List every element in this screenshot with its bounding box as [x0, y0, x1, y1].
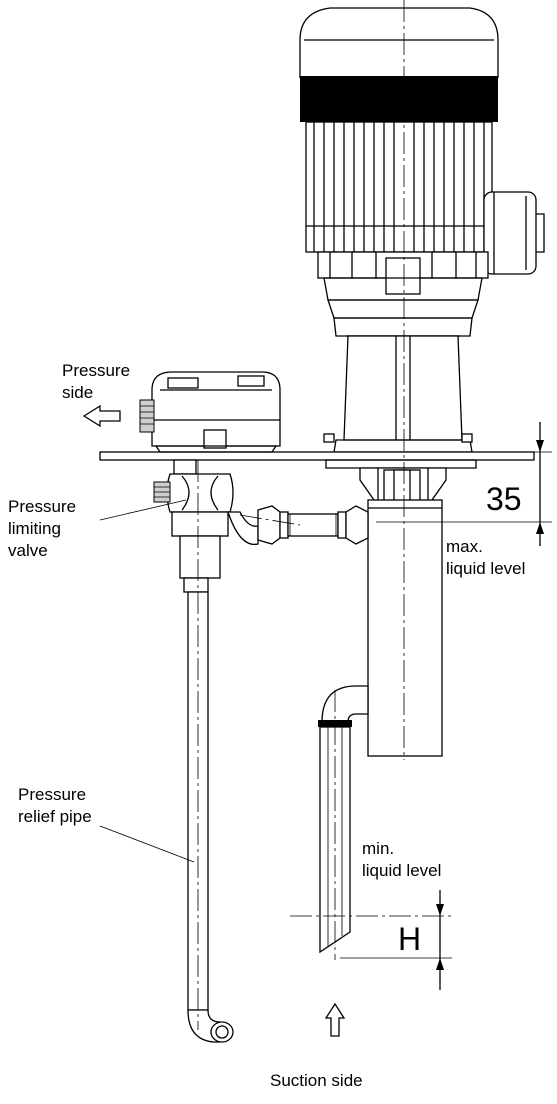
motor: [299, 7, 545, 337]
pressure-side-arrow: [82, 404, 121, 428]
relief-pipe-label-line1: Pressure: [18, 785, 86, 804]
pressure-outlet-block: [139, 371, 281, 453]
mounting-plate: [99, 451, 535, 461]
pressure-limiting-valve: [153, 459, 259, 593]
relief-pipe-leader-line: [99, 825, 195, 863]
dimension-max-level: [376, 422, 552, 546]
valve-label-line1: Pressure: [8, 497, 76, 516]
pressure-side-label-line1: Pressure: [62, 361, 130, 380]
valve-label-line2: limiting: [8, 519, 61, 538]
pressure-relief-pipe: [187, 591, 234, 1043]
min-level-label-line1: min.: [362, 839, 394, 858]
suction-pipe: [318, 685, 369, 954]
pressure-side-label-line2: side: [62, 383, 93, 402]
center-lines: [197, 0, 405, 1030]
lantern-housing: [323, 335, 473, 453]
suction-side-arrow: [324, 1002, 346, 1037]
max-level-label-line1: max.: [446, 537, 483, 556]
dimension-h-value: H: [398, 921, 421, 957]
relief-pipe-label-line2: relief pipe: [18, 807, 92, 826]
pump-housing: [325, 459, 477, 757]
min-level-label-line2: liquid level: [362, 861, 441, 880]
pressure-pipe: [257, 505, 369, 545]
suction-side-label: Suction side: [270, 1071, 363, 1090]
max-level-label-line2: liquid level: [446, 559, 525, 578]
dimension-35-value: 35: [486, 481, 522, 517]
valve-leader-line: [99, 499, 187, 521]
dimension-immersion-depth: [290, 890, 452, 990]
valve-label-line3: valve: [8, 541, 48, 560]
